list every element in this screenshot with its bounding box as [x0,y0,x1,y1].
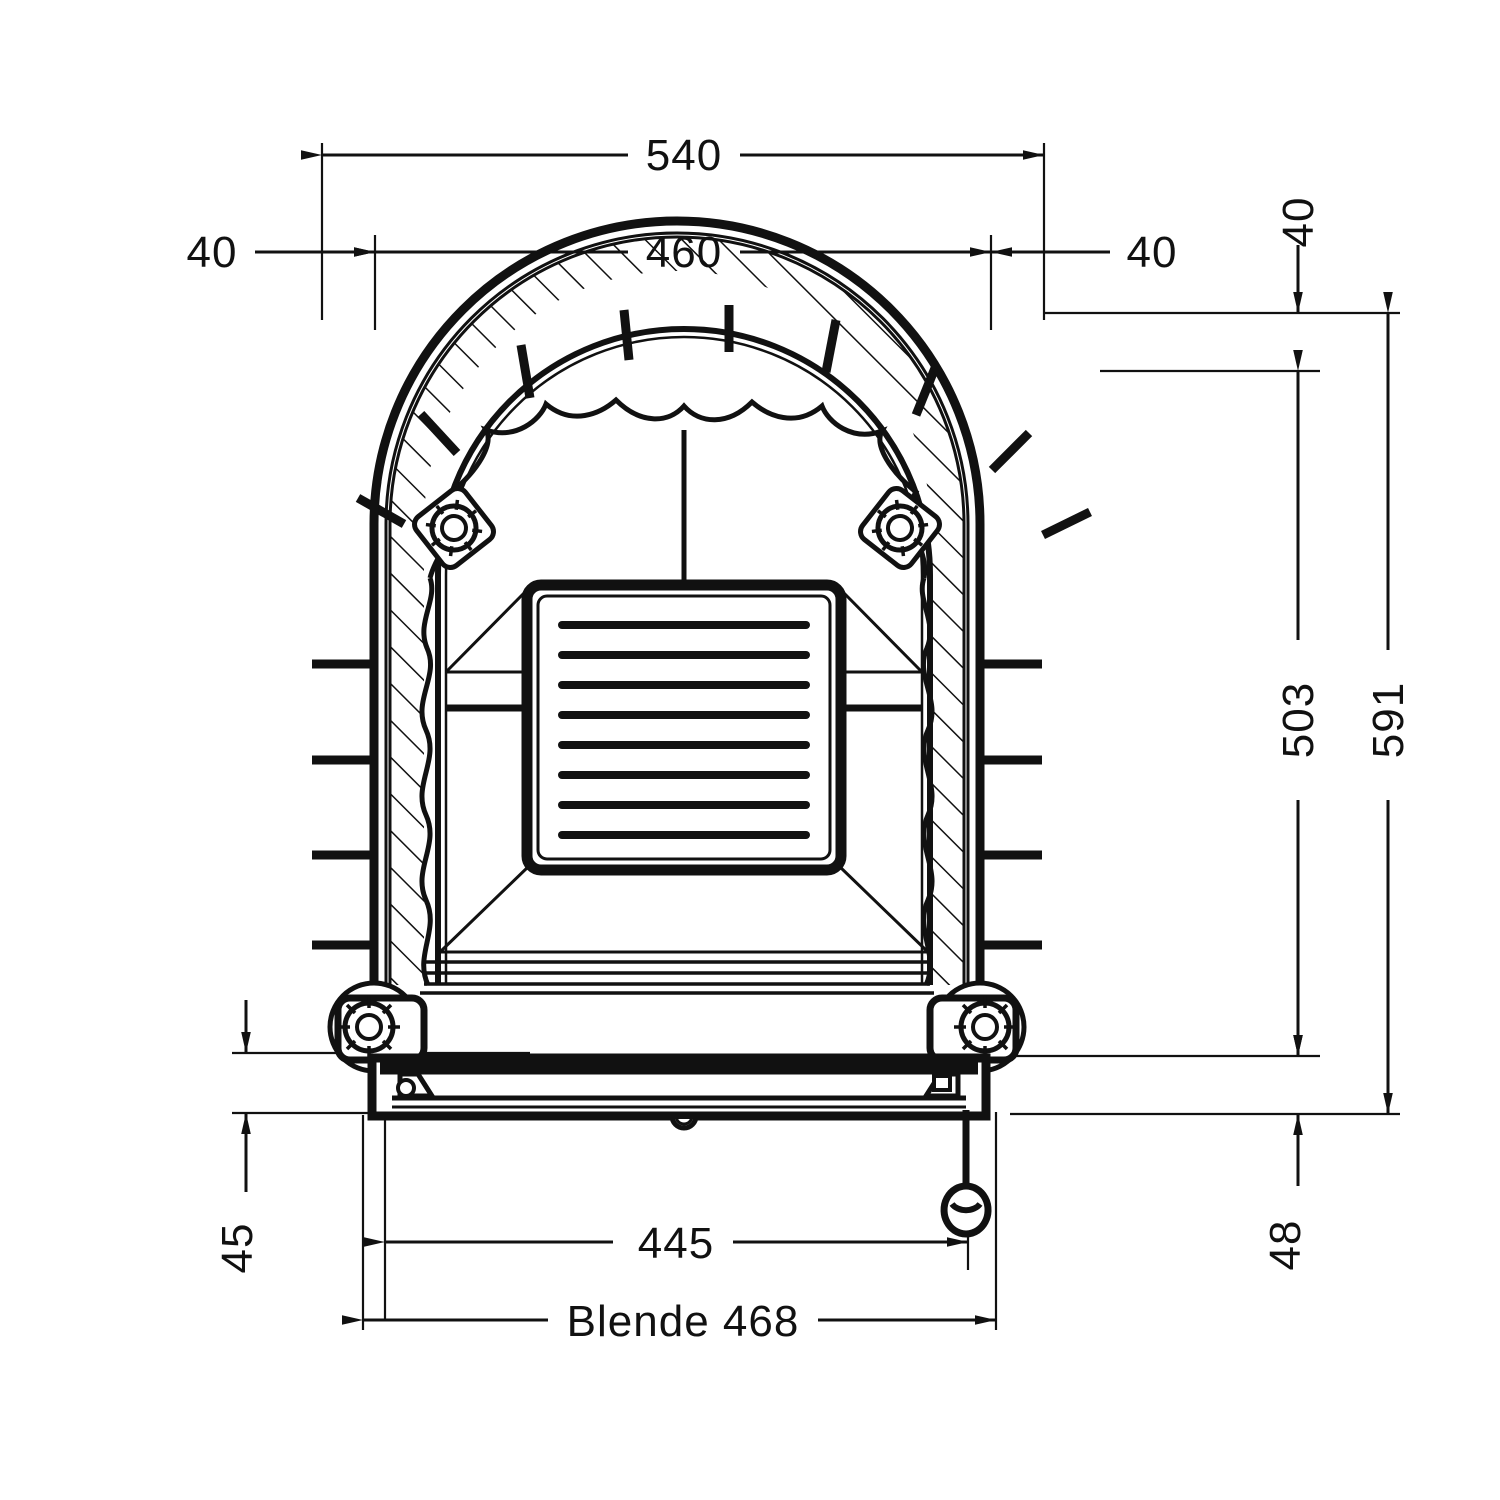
dim-540-text: 540 [646,131,722,180]
dim-48: 48 [1261,982,1310,1270]
product-section [312,216,1092,1238]
dim-503-text: 503 [1274,682,1323,758]
dim-45: 45 [213,1000,262,1273]
dim-540: 540 [301,131,1044,180]
dim-blende-468-text: Blende 468 [567,1297,800,1346]
bottom-frame-assembly [367,1053,991,1131]
dim-445-text: 445 [638,1219,714,1268]
wall-section-hatched [388,235,966,985]
outer-shell-inner-line [384,231,970,990]
floor-slab-layers [420,960,934,995]
dim-40-right: 40 [991,228,1178,277]
arch-fixing-bolt-right [858,486,942,570]
dim-blende-468: Blende 468 [342,1297,996,1346]
operating-handle [940,1110,992,1238]
hinge-roller-left [327,980,428,1074]
hinge-roller-right [926,980,1027,1074]
dim-40-left: 40 [187,228,375,277]
dim-45-text: 45 [213,1223,262,1274]
dim-445: 445 [364,1219,968,1268]
outer-shell-outline [369,216,985,990]
dim-591: 591 [1364,292,1413,1114]
dim-40-left-text: 40 [187,228,238,277]
dim-40-top-text: 40 [1274,197,1323,248]
dim-503: 503 [1274,350,1323,1056]
side-fins-left [312,659,376,950]
dim-591-text: 591 [1364,682,1413,758]
side-fins-right [978,659,1042,950]
inner-refractory-lining [419,326,935,987]
interior-perspective-lines [438,430,930,954]
dim-40-right-text: 40 [1127,228,1178,277]
dim-48-text: 48 [1261,1220,1310,1271]
grille-slots [558,621,810,839]
dim-40-top: 40 [1274,197,1323,313]
grille-panel [521,579,847,876]
arch-fixing-bolt-left [412,486,496,570]
